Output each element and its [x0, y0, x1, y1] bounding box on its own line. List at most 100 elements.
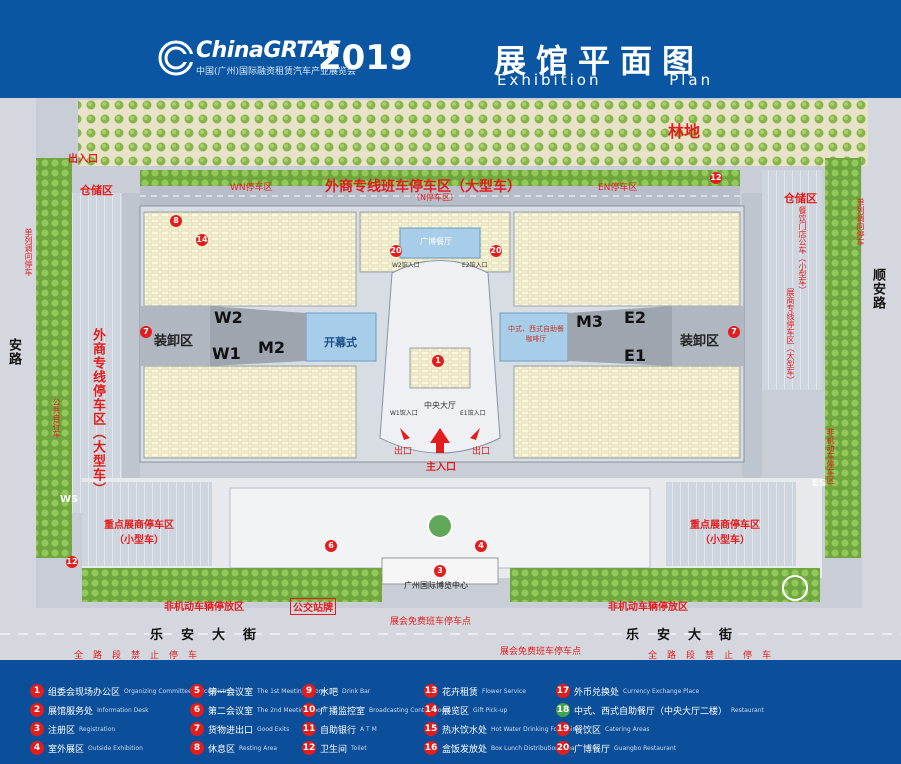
hall-m3-label: M3 — [576, 312, 604, 331]
exit-left-label: 出口 — [394, 447, 413, 457]
east-lane-label: 单列调向停车 — [856, 198, 865, 246]
west-dispatch-label: 装卸区 — [154, 334, 194, 349]
no-parking-east-label: 全路段禁止停车 — [648, 651, 782, 660]
legend-label-en: Catering Areas — [605, 725, 650, 733]
vip-parking-west-label: 重点展商停车区（小型车） — [104, 520, 174, 546]
east-shuttle-label: 展商专线停车区（大型车） — [786, 288, 795, 384]
free-bus-2-label: 展会免费班车停车点 — [500, 647, 582, 657]
hall-e1-label: E1 — [624, 346, 647, 365]
coffee-label: 中式、西式自助餐 咖啡厅 — [508, 325, 564, 343]
hall-m2-label: M2 — [258, 338, 286, 357]
west-shuttle-label: 外商专线停车区（大型车） — [90, 328, 105, 496]
legend-label-en: Resting Area — [239, 744, 278, 752]
south-street-west-label: 乐安大街 — [150, 628, 275, 643]
legend-label: 货物进出口 — [208, 725, 254, 736]
legend-label-en: Outside Exhibition — [88, 744, 143, 752]
en-parking-label: EN停车区 — [598, 183, 638, 193]
legend-label: 热水饮水处 — [442, 725, 488, 736]
w2-entrance-label: W2馆入口 — [392, 262, 420, 269]
south-street-east-label: 乐安大街 — [626, 628, 751, 643]
legend-number: 5 — [190, 684, 204, 698]
legend-label: 外币兑换处 — [574, 687, 620, 698]
legend-label: 花卉租赁 — [442, 687, 479, 698]
legend-number: 4 — [30, 741, 44, 755]
legend-number: 9 — [302, 684, 316, 698]
legend-label: 展馆服务处 — [48, 706, 94, 717]
legend-label-en: Currency Exchange Place — [623, 687, 700, 695]
legend-label-en: Gift Pick-up — [473, 706, 508, 714]
nonmotor-east-label: 非机动车辆停放区 — [608, 602, 688, 613]
pin-1: 1 — [432, 355, 444, 367]
west-bicycle-label: 公共自行车 — [52, 398, 61, 438]
legend-number: 17 — [556, 684, 570, 698]
no-parking-west-label: 全路段禁止停车 — [74, 651, 208, 660]
chinagrtae-logo-icon — [158, 40, 194, 76]
west-road-label: 安路 — [6, 338, 21, 366]
legend-number: 2 — [30, 703, 44, 717]
central-hall-label: 中央大厅 — [424, 401, 456, 410]
north-parking-label: 外商专线班车停车区（大型车） — [325, 179, 521, 195]
page-title: 展馆平面图 — [494, 42, 705, 80]
legend-label: 注册区 — [48, 725, 76, 736]
legend-number: 20 — [556, 741, 570, 755]
legend-number: 10 — [302, 703, 316, 717]
wn-parking-label: WN停车区 — [230, 183, 273, 193]
east-road-label: 顺安路 — [870, 268, 885, 310]
hall-e2-label: E2 — [624, 308, 647, 327]
header: ChinaGRTAE 中国(广州)国际融资租赁汽车产业展览会 2019 展馆平面… — [0, 0, 901, 98]
legend-label: 自助银行 — [320, 725, 357, 736]
e2-entrance-label: E2馆入口 — [462, 262, 488, 269]
pin-12b: 12 — [66, 556, 78, 568]
hall-w2-label: W2 — [214, 308, 243, 327]
east-nonmotor-label: 非机动车停车区 — [826, 428, 835, 484]
legend-label: 第二会议室 — [208, 706, 254, 717]
legend-number: 11 — [302, 722, 316, 736]
legend-label-en: Box Lunch Distribution Area — [491, 744, 575, 752]
page-title-en: Exhibition Plan — [497, 71, 714, 89]
legend-label-en: Flower Service — [482, 687, 526, 695]
media-center-label: 广州国际博览中心 — [404, 581, 468, 590]
legend-label-en: Organizing Committee Office District — [124, 687, 235, 695]
west-storage-label: 仓储区 — [80, 184, 113, 197]
legend-number: 14 — [424, 703, 438, 717]
legend-label: 组委会现场办公区 — [48, 687, 121, 698]
hall-w1-label: W1 — [212, 344, 241, 363]
legend-label-en: A T M — [360, 725, 377, 733]
legend-label: 盒饭发放处 — [442, 744, 488, 755]
main-entrance-label: 主入口 — [426, 462, 456, 473]
nonmotor-west-label: 非机动车辆停放区 — [164, 602, 244, 613]
site-map: 林地 外商专线班车停车区（大型车） （N停车区） WN停车区 EN停车区 出入口… — [0, 98, 901, 660]
pin-6: 6 — [325, 540, 337, 552]
site-map-graphic — [0, 98, 901, 660]
legend-label-en: Registration — [79, 725, 116, 733]
legend-number: 7 — [190, 722, 204, 736]
legend-label-en: Restaurant — [731, 706, 764, 714]
pin-7b: 7 — [728, 326, 740, 338]
legend-label-en: Information Desk — [97, 706, 149, 714]
east-dispatch-label: 装卸区 — [680, 334, 720, 349]
legend-label-en: The 1st Meeting Room — [257, 687, 325, 695]
pin-4: 4 — [475, 540, 487, 552]
legend-label-en: Good Exits — [257, 725, 290, 733]
legend-label-en: Guangbo Restaurant — [614, 744, 676, 752]
legend-label: 广播监控室 — [320, 706, 366, 717]
pin-20: 20 — [390, 245, 402, 257]
brand-name: ChinaGRTAE — [196, 38, 341, 63]
legend-number: 1 — [30, 684, 44, 698]
legend-number: 6 — [190, 703, 204, 717]
canton-restaurant-label: 广博餐厅 — [420, 237, 452, 246]
